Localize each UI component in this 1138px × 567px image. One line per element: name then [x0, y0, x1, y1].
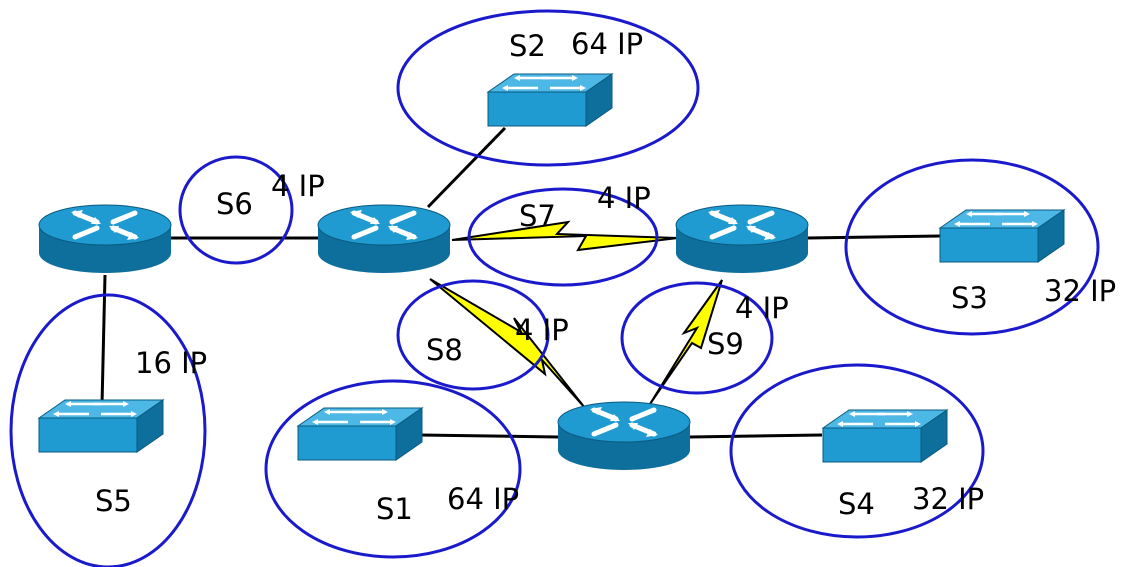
subnet-ring-s2: [396, 9, 700, 167]
router-center: [318, 205, 450, 273]
subnet-ring-s7: [467, 187, 659, 287]
router-bottom: [558, 402, 690, 470]
switch-s2: [486, 72, 614, 128]
label-s5-size: 16 IP: [135, 346, 207, 380]
label-s5-name: S5: [95, 484, 132, 518]
label-s7-size: 4 IP: [597, 181, 651, 215]
links: [100, 126, 941, 439]
subnet-ring-s9: [620, 281, 774, 395]
label-s3-name: S3: [951, 281, 988, 315]
subnet-ring-s1: [264, 379, 522, 559]
label-s1-size: 64 IP: [447, 482, 519, 516]
label-s4-size: 32 IP: [912, 482, 984, 516]
switches: [37, 72, 1066, 464]
label-s9-name: S9: [707, 327, 744, 361]
link-router-bottom-switch-s4: [689, 433, 823, 439]
subnet-ring-s3: [844, 158, 1100, 336]
label-s9-size: 4 IP: [735, 291, 789, 325]
link-router-bottom-switch-s1: [419, 433, 559, 439]
labels: S2 64 IP S6 4 IP S7 4 IP S3 32 IP S8 4 I…: [95, 27, 1116, 526]
label-s7-name: S7: [519, 199, 556, 233]
link-router-left-switch-s5: [100, 274, 107, 406]
label-s4-name: S4: [838, 487, 875, 521]
switch-s3: [938, 208, 1066, 264]
subnet-rings: [9, 9, 1100, 567]
router-right: [676, 205, 808, 273]
switch-s1: [296, 406, 424, 462]
subnet-ring-s8: [396, 279, 550, 391]
label-s8-size: 4 IP: [515, 313, 569, 347]
label-s2-name: S2: [509, 29, 546, 63]
switch-s4: [821, 408, 949, 464]
link-router-right-switch-s3: [807, 234, 941, 240]
serial-link-s7: [451, 220, 679, 252]
subnet-ring-s6: [178, 155, 294, 265]
subnet-ring-s5: [9, 293, 207, 567]
label-s3-size: 32 IP: [1044, 274, 1116, 308]
label-s2-size: 64 IP: [571, 27, 643, 61]
subnet-ring-s4: [729, 363, 985, 539]
switch-s5: [37, 398, 165, 454]
label-s6-size: 4 IP: [271, 169, 325, 203]
label-s8-name: S8: [426, 333, 463, 367]
label-s6-name: S6: [216, 187, 253, 221]
link-router-center-switch-s2: [426, 126, 507, 209]
router-left: [39, 205, 171, 273]
label-s1-name: S1: [376, 492, 413, 526]
